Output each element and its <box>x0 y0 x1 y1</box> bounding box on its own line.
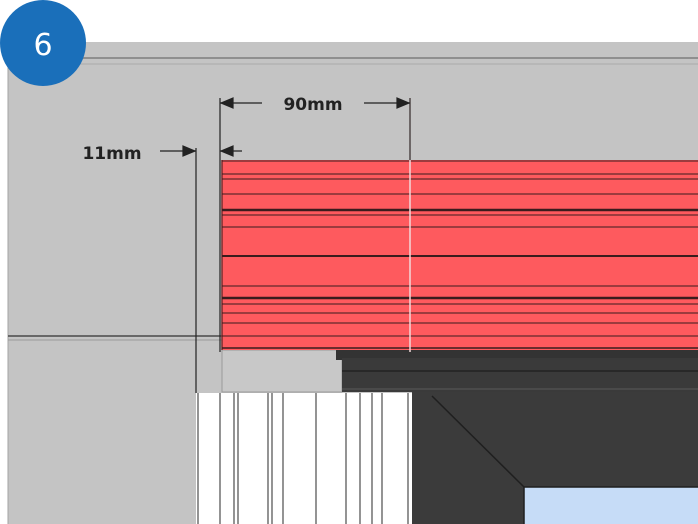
gap-dimension-label: 11mm <box>82 144 141 164</box>
window-area <box>196 349 698 524</box>
blind-stack <box>221 160 698 350</box>
bracket-plate <box>336 350 698 360</box>
slat-lines <box>222 160 698 349</box>
headrail <box>336 350 698 392</box>
width-arrow-right <box>396 97 411 109</box>
gap-arrow-left <box>182 145 197 157</box>
gap-arrow-right <box>219 145 234 157</box>
headrail-body <box>342 358 698 392</box>
reveal-lines <box>197 393 409 524</box>
width-arrow-left <box>219 97 234 109</box>
step-badge-circle <box>0 0 86 86</box>
step-number: 6 <box>33 28 52 63</box>
window-reveal <box>196 393 412 524</box>
reveal-sill <box>221 349 343 393</box>
width-dimension-label: 90mm <box>283 95 342 115</box>
frame-bevel <box>431 395 525 488</box>
window-glass <box>524 487 698 524</box>
step-badge: 6 <box>0 0 86 86</box>
dimension-lines <box>160 97 411 393</box>
